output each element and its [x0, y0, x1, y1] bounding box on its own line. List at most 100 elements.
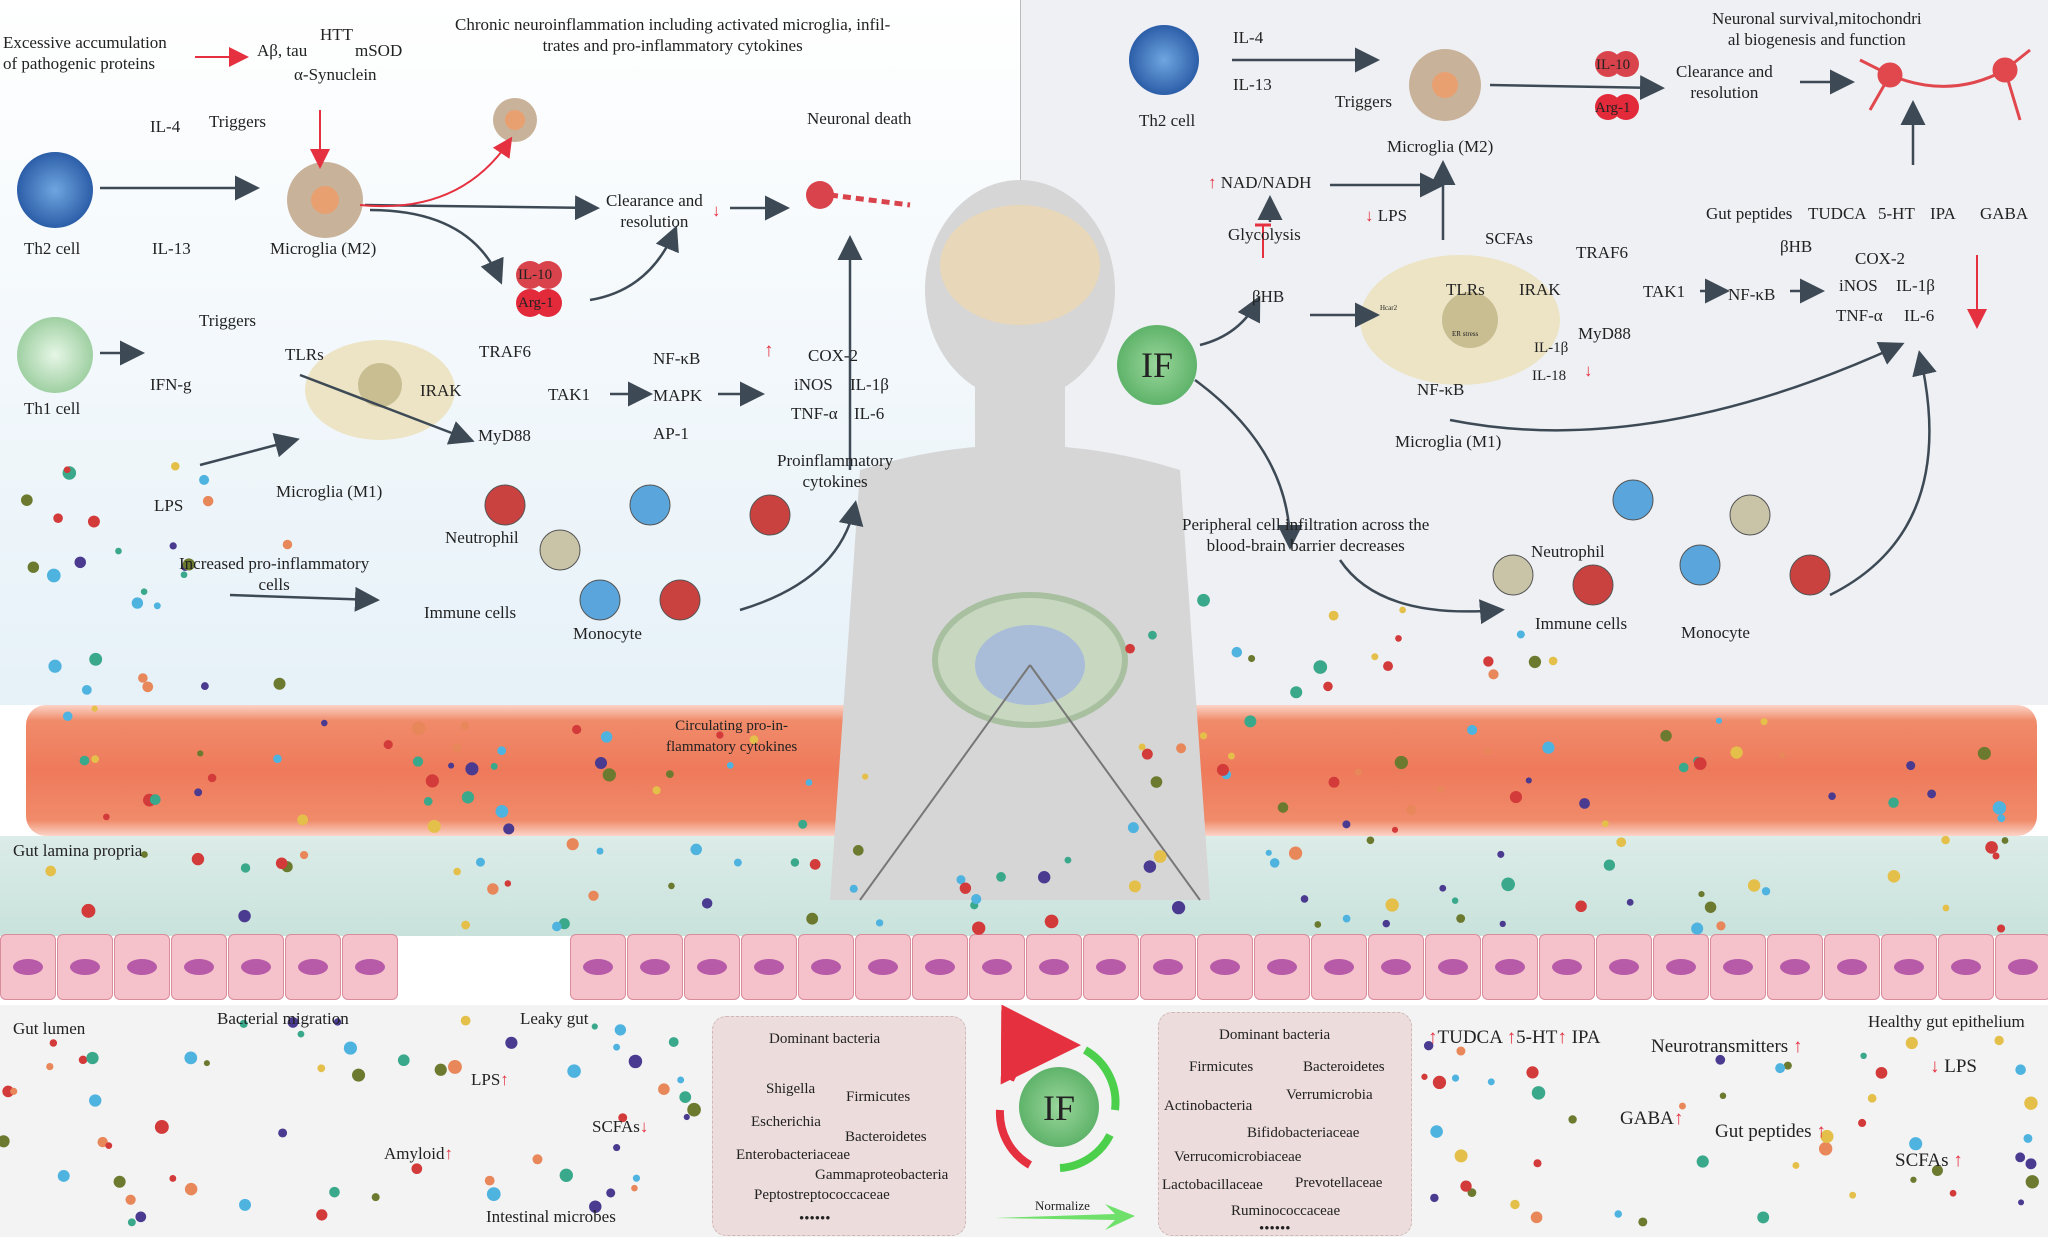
particle: [138, 673, 148, 683]
lps-down-label: ↓ LPS: [1930, 1056, 1977, 1077]
myd88-label-right: MyD88: [1578, 324, 1631, 343]
epithelial-cell: [741, 934, 797, 1000]
particle: [1849, 1191, 1857, 1199]
particle: [959, 882, 972, 894]
if-circle-brain: [1117, 325, 1197, 405]
particle: [1153, 850, 1167, 863]
epithelial-cell: [1938, 934, 1994, 1000]
particle: [194, 788, 203, 797]
particle: [1371, 653, 1379, 661]
particle: [169, 542, 177, 550]
particle: [677, 1076, 685, 1084]
particle: [105, 1142, 113, 1150]
box-title: Dominant bacteria: [769, 1031, 881, 1047]
particle: [1460, 1180, 1472, 1192]
particle: [113, 1175, 126, 1188]
microglia-m1-label-right: Microglia (M1): [1395, 432, 1502, 451]
particle: [427, 819, 441, 833]
activated-microglia-icon: [493, 98, 537, 142]
gut-peptides-label: Gut peptides: [1706, 204, 1793, 223]
particle: [1395, 635, 1402, 642]
particle: [149, 794, 161, 805]
particle: [566, 838, 579, 851]
particle: [2023, 1133, 2033, 1143]
particle: [448, 1059, 462, 1074]
epithelial-cell: [1653, 934, 1709, 1000]
more-ellipsis: ••••••: [799, 1211, 831, 1227]
bacteria-item: Escherichia: [751, 1114, 821, 1130]
pathogenic-proteins-label: Excessive accumulation of pathogenic pro…: [3, 33, 167, 73]
particle: [200, 682, 209, 691]
particle: [184, 1051, 198, 1065]
il6-label-right: IL-6: [1904, 306, 1935, 325]
particle: [1288, 846, 1303, 860]
th2-cell-label: Th2 cell: [24, 239, 81, 258]
particle: [461, 920, 471, 930]
particle: [687, 1102, 701, 1117]
monocyte-label: Monocyte: [573, 624, 642, 643]
particle: [1526, 1066, 1539, 1079]
particle: [1483, 656, 1494, 667]
particle: [1698, 890, 1705, 898]
particle: [1171, 901, 1186, 915]
gaba-label: GABA: [1980, 204, 2029, 223]
particle: [452, 742, 462, 753]
particle: [2, 1085, 14, 1098]
bacteria-item: Enterobacteriaceae: [736, 1147, 851, 1163]
particle: [461, 791, 475, 804]
particle: [1992, 852, 2000, 860]
epithelial-cell: [1710, 934, 1766, 1000]
particle: [1451, 1074, 1460, 1082]
particle: [1909, 1137, 1923, 1151]
particle: [1150, 776, 1163, 788]
particle: [1760, 718, 1768, 726]
particle: [239, 1198, 252, 1211]
hcar2-label: Hcar2: [1380, 304, 1398, 312]
particle: [240, 863, 251, 873]
microglia-m2-icon-right: [1409, 49, 1481, 121]
particle: [1525, 777, 1532, 784]
il4-label: IL-4: [150, 117, 181, 136]
particle: [180, 571, 188, 579]
particle: [1757, 1211, 1770, 1224]
particle: [1176, 743, 1187, 754]
particle: [411, 721, 426, 736]
particle: [1887, 870, 1901, 883]
particle: [1730, 746, 1743, 759]
epithelial-cell: [627, 934, 683, 1000]
epithelial-cell: [1824, 934, 1880, 1000]
circulating-cytokines-label: Circulating pro-in- flammatory cytokines: [666, 718, 798, 755]
particle: [1906, 761, 1916, 771]
particle: [1313, 660, 1328, 674]
particle: [53, 513, 63, 524]
particle: [1875, 1066, 1888, 1079]
gut-lumen-label: Gut lumen: [13, 1019, 86, 1038]
particle: [1385, 898, 1399, 912]
particle: [1037, 871, 1051, 884]
particle: [1747, 879, 1761, 892]
particle: [1638, 1217, 1648, 1227]
particle: [79, 755, 90, 766]
particle: [683, 1113, 690, 1121]
particle: [81, 684, 92, 695]
synuclein-label: α-Synuclein: [294, 65, 377, 84]
particle: [1942, 904, 1950, 912]
particle: [135, 1211, 147, 1223]
particle: [1197, 593, 1210, 607]
particle: [996, 872, 1006, 882]
particle: [1423, 1040, 1434, 1051]
lps-text: LPS: [471, 1070, 501, 1089]
particle: [460, 721, 469, 730]
scfas-up-label: SCFAs ↑: [1895, 1150, 1963, 1171]
particle: [1516, 630, 1525, 639]
particle: [1328, 610, 1339, 621]
amyloid-text: Amyloid: [384, 1144, 445, 1163]
particle: [589, 1200, 602, 1213]
particle: [475, 857, 485, 867]
particle: [383, 739, 393, 750]
particle: [1858, 1118, 1867, 1128]
cox2-label-right: COX-2: [1855, 249, 1906, 268]
dying-neuron-icon: [806, 181, 911, 209]
bacteria-item: Bifidobacteriaceae: [1247, 1125, 1360, 1141]
epithelial-cell: [0, 934, 56, 1000]
